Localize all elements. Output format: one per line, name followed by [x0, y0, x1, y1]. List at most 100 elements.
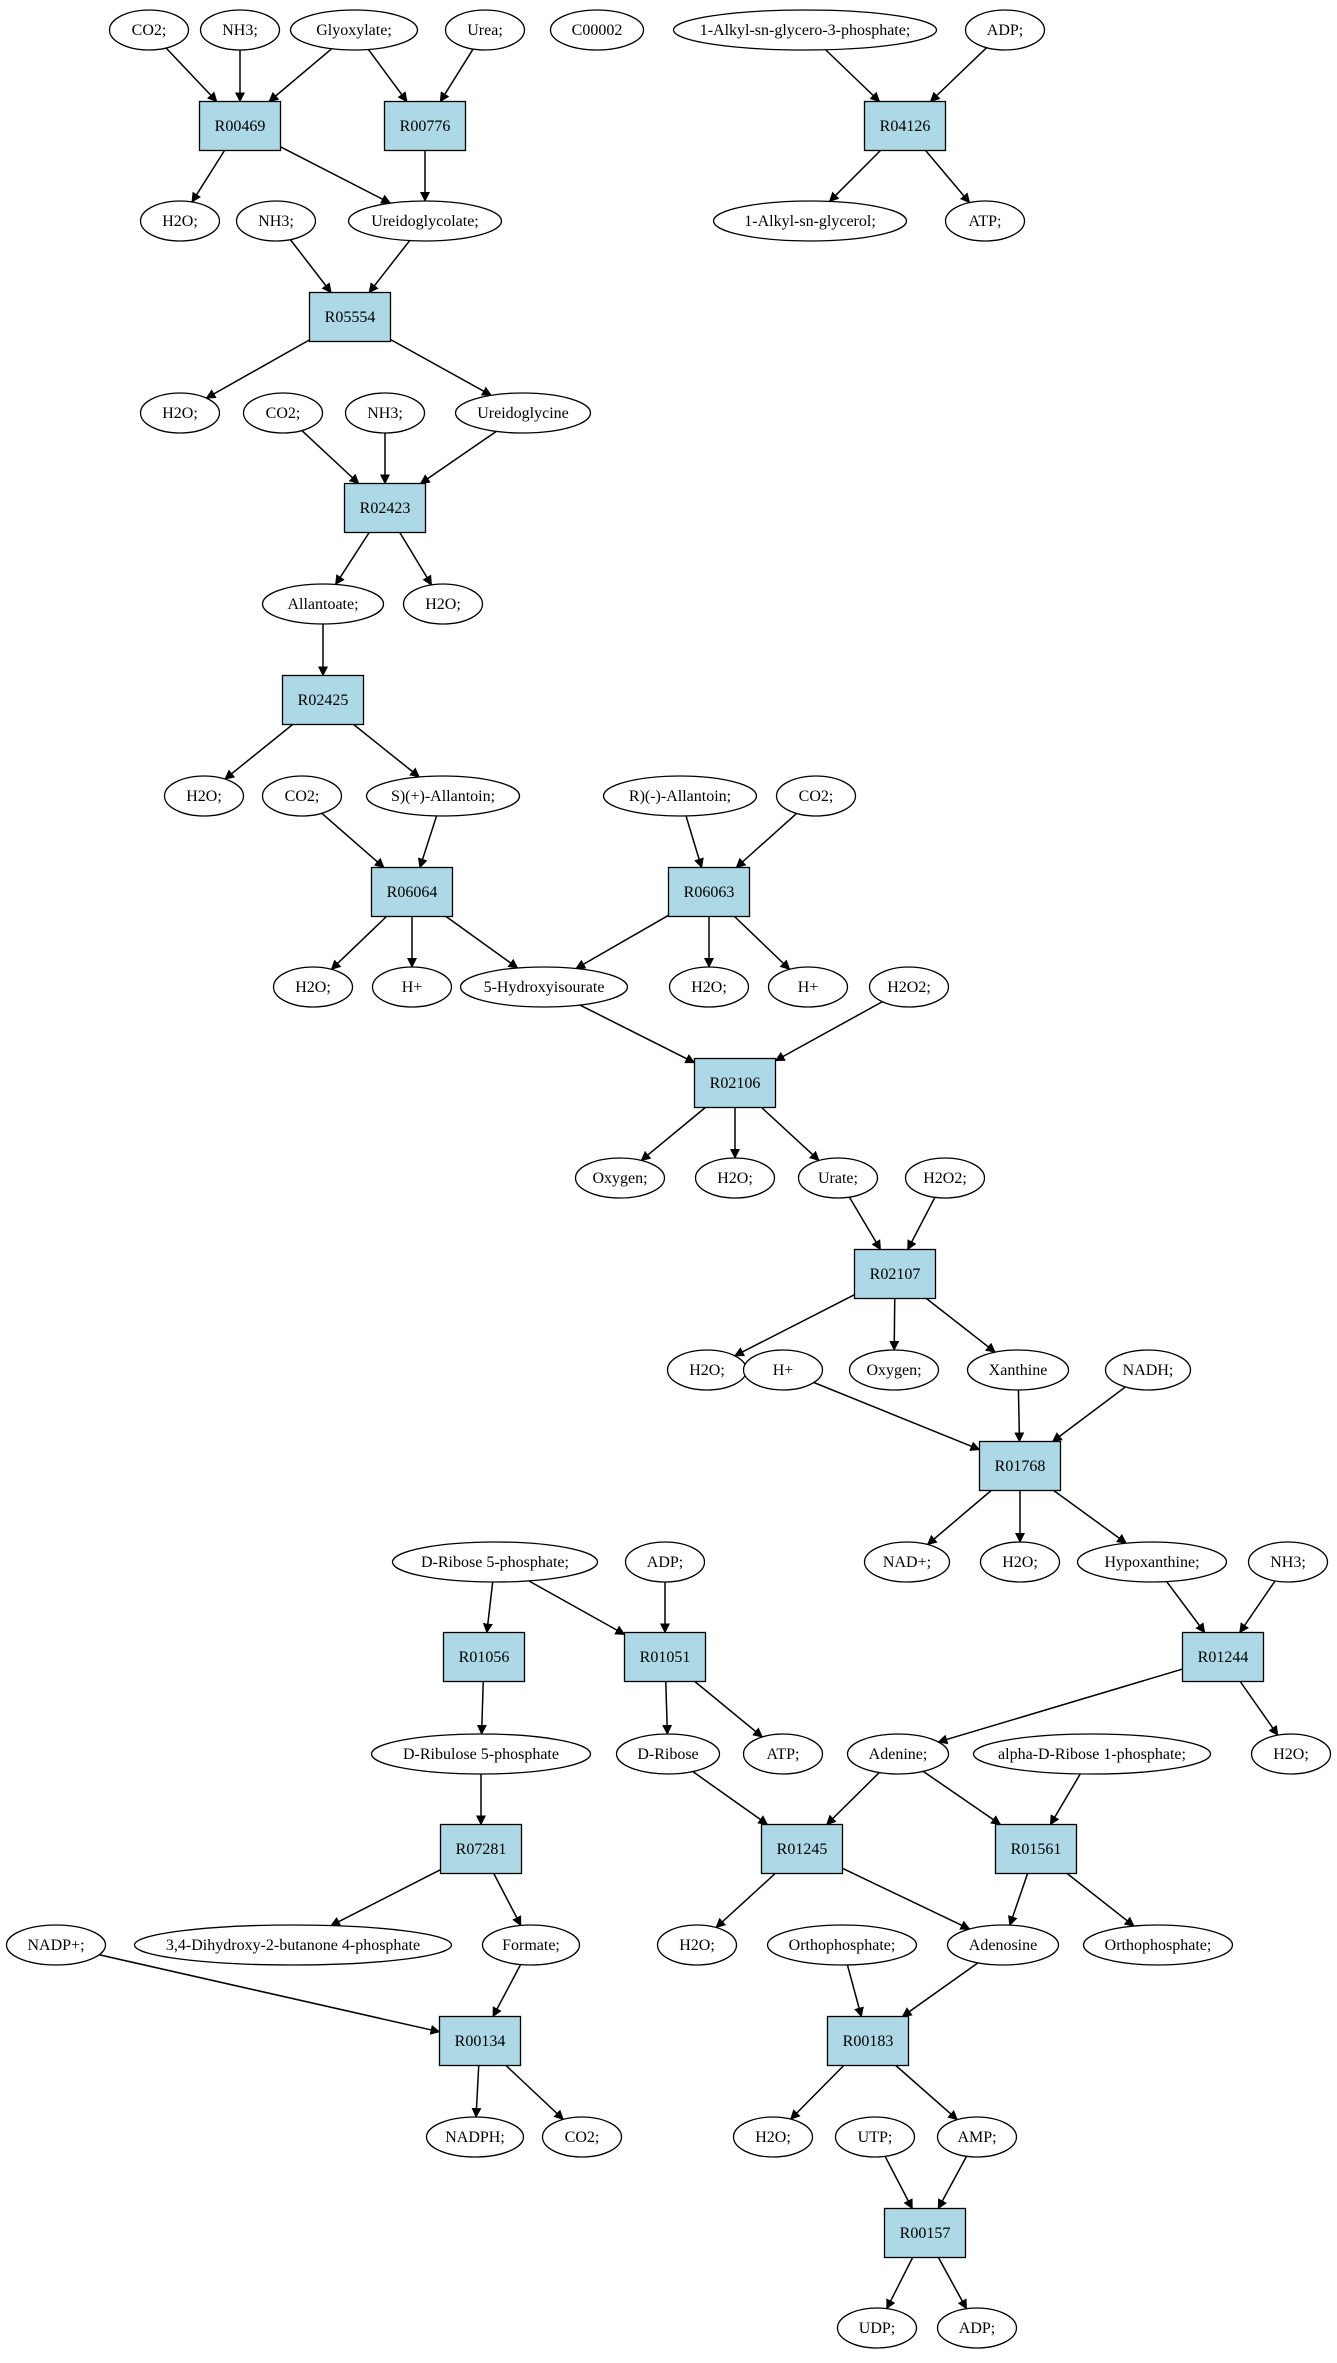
metabolite-node-m_hplus_a[interactable]: H+ [371, 966, 453, 1008]
metabolite-node-m_h2o_k[interactable]: H2O; [656, 1924, 738, 1966]
metabolite-node-m_h2o_i[interactable]: H2O; [979, 1541, 1061, 1583]
edge-m_dribose-to-r_R01245 [692, 1770, 769, 1826]
metabolite-node-m_ureidoglycolate[interactable]: Ureidoglycolate; [347, 200, 503, 242]
metabolite-node-m_urea[interactable]: Urea; [444, 9, 526, 51]
metabolite-node-m_orthophosphate_a[interactable]: Orthophosphate; [766, 1924, 918, 1966]
metabolite-ellipse [615, 1733, 721, 1775]
metabolite-node-m_co2_b[interactable]: CO2; [242, 392, 324, 434]
metabolite-ellipse [402, 583, 484, 625]
metabolite-node-m_nh3_a[interactable]: NH3; [199, 9, 281, 51]
reaction-box [442, 1631, 526, 1683]
metabolite-node-m_udp[interactable]: UDP; [836, 2307, 918, 2349]
metabolite-node-m_h2o_d[interactable]: H2O; [163, 775, 245, 817]
reaction-box [383, 100, 467, 152]
metabolite-node-m_adenosine[interactable]: Adenosine [946, 1924, 1060, 1966]
metabolite-node-m_h2o_e[interactable]: H2O; [272, 966, 354, 1008]
reaction-node-r_R06064[interactable]: R06064 [370, 866, 454, 918]
reaction-node-r_R00157[interactable]: R00157 [883, 2207, 967, 2259]
reaction-node-r_R05554[interactable]: R05554 [308, 291, 392, 343]
metabolite-ellipse [624, 1541, 706, 1583]
reaction-node-r_R01051[interactable]: R01051 [623, 1631, 707, 1683]
metabolite-node-m_nadplus[interactable]: NAD+; [863, 1541, 951, 1583]
metabolite-ellipse [459, 966, 629, 1008]
metabolite-node-m_atp_b[interactable]: ATP; [742, 1733, 824, 1775]
metabolite-node-m_dihydroxybutanone[interactable]: 3,4-Dihydroxy-2-butanone 4-phosphate [133, 1924, 453, 1966]
metabolite-node-m_hplus_c[interactable]: H+ [742, 1349, 824, 1391]
metabolite-ellipse [846, 1733, 950, 1775]
edge-r_R02106-to-m_oxygen_a [640, 1106, 706, 1162]
metabolite-node-m_alpharibose1p[interactable]: alpha-D-Ribose 1-phosphate; [972, 1733, 1212, 1775]
metabolite-node-m_nadpplus[interactable]: NADP+; [5, 1924, 107, 1966]
metabolite-node-m_ribulose5p[interactable]: D-Ribulose 5-phosphate [370, 1733, 592, 1775]
metabolite-ellipse [936, 2116, 1018, 2158]
metabolite-node-m_adp_b[interactable]: ADP; [624, 1541, 706, 1583]
metabolite-node-m_oxygen_a[interactable]: Oxygen; [574, 1157, 666, 1199]
reaction-node-r_R01056[interactable]: R01056 [442, 1631, 526, 1683]
metabolite-node-m_co2_e[interactable]: CO2; [541, 2116, 623, 2158]
metabolite-node-m_r_allantoin[interactable]: R)(-)-Allantoin; [602, 775, 758, 817]
metabolite-node-m_nh3_b[interactable]: NH3; [235, 200, 317, 242]
metabolite-node-m_hplus_b[interactable]: H+ [767, 966, 849, 1008]
metabolite-node-m_s_allantoin[interactable]: S)(+)-Allantoin; [365, 775, 521, 817]
reaction-node-r_R06063[interactable]: R06063 [667, 866, 751, 918]
metabolite-node-m_h2o2_b[interactable]: H2O2; [904, 1157, 986, 1199]
metabolite-node-m_ribose5p[interactable]: D-Ribose 5-phosphate; [391, 1541, 599, 1583]
metabolite-node-m_formate[interactable]: Formate; [481, 1924, 581, 1966]
metabolite-node-m_xanthine[interactable]: Xanthine [966, 1349, 1070, 1391]
metabolite-node-m_atp_a[interactable]: ATP; [944, 200, 1026, 242]
metabolite-node-m_glyox[interactable]: Glyoxylate; [289, 9, 419, 51]
edge-m_amp-to-r_R00157 [937, 2155, 968, 2210]
metabolite-label: NH3; [367, 405, 403, 422]
reaction-node-r_R01561[interactable]: R01561 [994, 1823, 1078, 1875]
metabolite-node-m_h2o_g[interactable]: H2O; [694, 1157, 776, 1199]
metabolite-node-m_nadh[interactable]: NADH; [1104, 1349, 1192, 1391]
metabolite-node-m_h2o_c[interactable]: H2O; [402, 583, 484, 625]
metabolite-label: Allantoate; [287, 596, 358, 613]
metabolite-node-m_co2_a[interactable]: CO2; [108, 9, 190, 51]
metabolite-ellipse [199, 9, 281, 51]
metabolite-node-m_h2o_h[interactable]: H2O; [666, 1349, 748, 1391]
metabolite-node-m_hydroxyisourate[interactable]: 5-Hydroxyisourate [459, 966, 629, 1008]
metabolite-node-m_co2_d[interactable]: CO2; [775, 775, 857, 817]
metabolite-node-m_ureidoglycine[interactable]: Ureidoglycine [454, 392, 592, 434]
reaction-node-r_R00469[interactable]: R00469 [198, 100, 282, 152]
metabolite-node-m_adp_c[interactable]: ADP; [936, 2307, 1018, 2349]
metabolite-node-m_h2o_j[interactable]: H2O; [1250, 1733, 1332, 1775]
metabolite-node-m_h2o2_a[interactable]: H2O2; [868, 966, 950, 1008]
metabolite-node-m_dribose[interactable]: D-Ribose [615, 1733, 721, 1775]
metabolite-node-m_nh3_c[interactable]: NH3; [344, 392, 426, 434]
metabolite-node-m_adp_a[interactable]: ADP; [964, 9, 1046, 51]
reaction-node-r_R02423[interactable]: R02423 [343, 482, 427, 534]
metabolite-node-m_h2o_f[interactable]: H2O; [668, 966, 750, 1008]
metabolite-node-m_hypoxanthine[interactable]: Hypoxanthine; [1076, 1541, 1228, 1583]
reaction-node-r_R00134[interactable]: R00134 [438, 2015, 522, 2067]
metabolite-node-m_h2o_a[interactable]: H2O; [139, 200, 221, 242]
metabolite-node-m_oxygen_b[interactable]: Oxygen; [848, 1349, 940, 1391]
metabolite-node-m_alkylglycerol[interactable]: 1-Alkyl-sn-glycerol; [712, 200, 908, 242]
reaction-node-r_R00776[interactable]: R00776 [383, 100, 467, 152]
metabolite-node-m_c00002[interactable]: C00002 [549, 9, 645, 51]
reaction-node-r_R04126[interactable]: R04126 [863, 100, 947, 152]
reaction-node-r_R00183[interactable]: R00183 [826, 2015, 910, 2067]
reaction-node-r_R02107[interactable]: R02107 [853, 1248, 937, 1300]
reaction-node-r_R07281[interactable]: R07281 [439, 1823, 523, 1875]
metabolite-node-m_orthophosphate_b[interactable]: Orthophosphate; [1082, 1924, 1234, 1966]
reaction-node-r_R01245[interactable]: R01245 [760, 1823, 844, 1875]
reaction-node-r_R01244[interactable]: R01244 [1181, 1631, 1265, 1683]
metabolite-node-m_urate[interactable]: Urate; [797, 1157, 879, 1199]
reaction-node-r_R02106[interactable]: R02106 [693, 1057, 777, 1109]
metabolite-node-m_h2o_l[interactable]: H2O; [732, 2116, 814, 2158]
metabolite-node-m_allantoate[interactable]: Allantoate; [261, 583, 385, 625]
metabolite-node-m_h2o_b[interactable]: H2O; [139, 392, 221, 434]
metabolite-node-m_nh3_d[interactable]: NH3; [1247, 1541, 1329, 1583]
metabolite-node-m_nadph[interactable]: NADPH; [425, 2116, 525, 2158]
metabolite-node-m_amp[interactable]: AMP; [936, 2116, 1018, 2158]
reaction-node-r_R01768[interactable]: R01768 [978, 1440, 1062, 1492]
edge-r_R02425-to-m_s_allantoin [353, 723, 421, 778]
reaction-node-r_R02425[interactable]: R02425 [281, 674, 365, 726]
metabolite-node-m_co2_c[interactable]: CO2; [261, 775, 343, 817]
metabolite-node-m_adenine[interactable]: Adenine; [846, 1733, 950, 1775]
metabolite-node-m_alkylg3p[interactable]: 1-Alkyl-sn-glycero-3-phosphate; [672, 9, 938, 51]
metabolite-label: H2O; [717, 1170, 753, 1187]
metabolite-node-m_utp[interactable]: UTP; [834, 2116, 916, 2158]
